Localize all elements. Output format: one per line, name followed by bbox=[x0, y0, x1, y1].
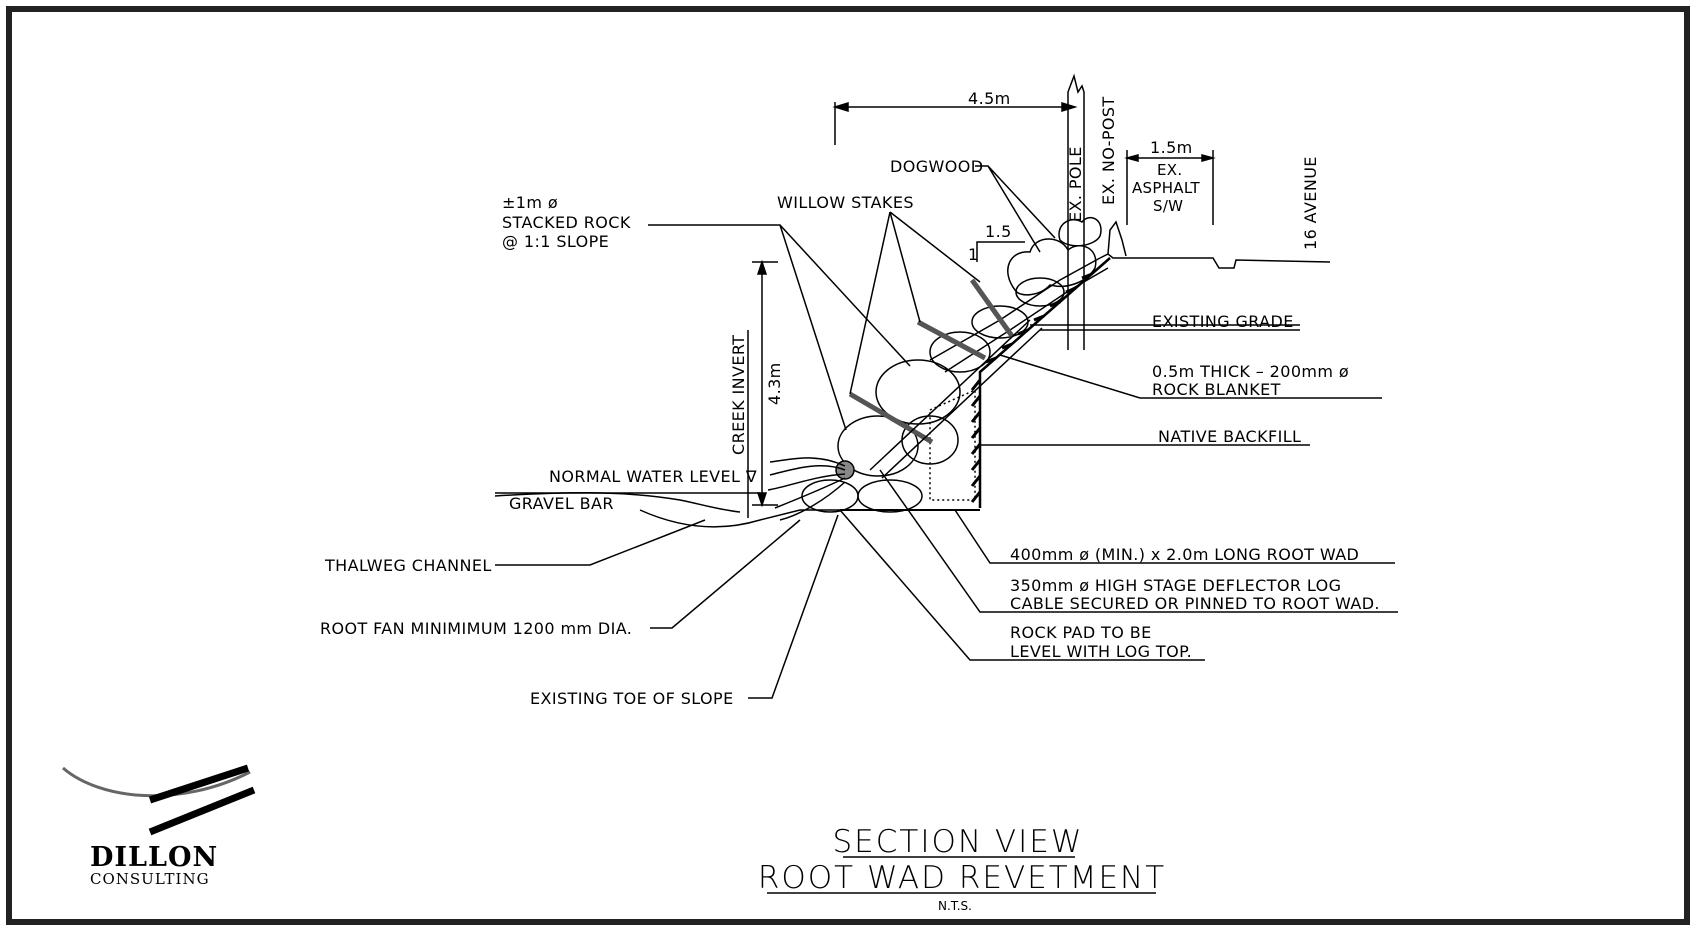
label-ex-no-post: EX. NO-POST bbox=[1099, 96, 1118, 205]
excavation-cut-slope bbox=[978, 257, 1111, 508]
leader-thalweg bbox=[495, 519, 706, 566]
dim-4-3m-arrow-b bbox=[756, 492, 768, 508]
deflector-log-2 bbox=[881, 327, 1043, 479]
label-root-wad: 400mm ø (MIN.) x 2.0m LONG ROOT WAD bbox=[1010, 545, 1359, 564]
leader-rock-blanket bbox=[999, 354, 1382, 399]
dogwood-shrub-2 bbox=[1058, 216, 1102, 247]
dillon-logo: DILLON CONSULTING bbox=[62, 764, 256, 888]
leader-stacked-rock bbox=[648, 224, 911, 431]
label-slope: @ 1:1 SLOPE bbox=[502, 232, 609, 251]
label-slope-rise: 1 bbox=[968, 245, 979, 264]
label-normal-water-level: NORMAL WATER LEVEL ∇ bbox=[549, 467, 757, 486]
road-surface bbox=[1107, 253, 1331, 269]
curb bbox=[1099, 220, 1127, 259]
thalweg-line bbox=[639, 509, 840, 528]
logo-swoosh-mark bbox=[62, 766, 251, 798]
label-deflector-log-1: 350mm ø HIGH STAGE DEFLECTOR LOG bbox=[1010, 576, 1341, 595]
rock-blanket-layer bbox=[929, 257, 1101, 361]
leader-deflector bbox=[879, 469, 1398, 613]
label-dim-4-3m: 4.3m bbox=[765, 362, 784, 405]
willow-stake bbox=[969, 278, 1015, 338]
label-dim-4-5m: 4.5m bbox=[968, 89, 1011, 108]
leader-root-wad bbox=[954, 509, 1395, 564]
deflector-log bbox=[869, 319, 1031, 471]
label-dogwood: DOGWOOD bbox=[890, 157, 983, 176]
logo-sub: CONSULTING bbox=[90, 870, 210, 888]
label-stacked-rock: STACKED ROCK bbox=[502, 213, 631, 232]
label-rock-blanket-1: 0.5m THICK – 200mm ø bbox=[1152, 362, 1349, 381]
label-creek-invert: CREEK INVERT bbox=[729, 335, 748, 455]
boulder bbox=[837, 415, 919, 477]
title-scale: N.T.S. bbox=[938, 899, 972, 913]
label-ex-pole: EX. POLE bbox=[1066, 146, 1085, 222]
boulder bbox=[929, 331, 991, 373]
label-16-avenue: 16 AVENUE bbox=[1301, 156, 1320, 250]
willow-stake bbox=[848, 391, 934, 445]
rock-blanket-layer-2 bbox=[944, 267, 1109, 373]
dim-4-5m-arrow-r bbox=[1061, 101, 1078, 113]
label-asphalt: ASPHALT bbox=[1132, 179, 1200, 197]
logo-slash-2 bbox=[148, 786, 256, 836]
willow-stake bbox=[916, 319, 987, 361]
gravel-bar-line bbox=[494, 491, 741, 513]
label-root-fan: ROOT FAN MINIMIMUM 1200 mm DIA. bbox=[320, 619, 632, 638]
label-gravel-bar: GRAVEL BAR bbox=[509, 494, 614, 513]
logo-name: DILLON bbox=[90, 842, 218, 873]
dim-4-3m-arrow-t bbox=[756, 259, 768, 275]
title-root-wad-revetment: ROOT WAD REVETMENT bbox=[758, 860, 1166, 896]
label-native-backfill: NATIVE BACKFILL bbox=[1158, 427, 1301, 446]
leader-dogwood bbox=[975, 165, 1056, 253]
label-existing-grade: EXISTING GRADE bbox=[1152, 312, 1294, 331]
label-willow-stakes: WILLOW STAKES bbox=[777, 193, 914, 212]
slope-triangle bbox=[976, 241, 1025, 262]
label-deflector-log-2: CABLE SECURED OR PINNED TO ROOT WAD. bbox=[1010, 594, 1380, 613]
dogwood-shrub bbox=[1007, 238, 1097, 296]
label-rock-blanket-2: ROCK BLANKET bbox=[1152, 380, 1281, 399]
sheet-border bbox=[6, 6, 1690, 925]
label-thalweg-channel: THALWEG CHANNEL bbox=[324, 556, 492, 575]
pole-break bbox=[1067, 73, 1085, 94]
title-section-view: SECTION VIEW bbox=[832, 824, 1083, 860]
root-fan bbox=[767, 457, 846, 521]
title-block: SECTION VIEW ROOT WAD REVETMENT N.T.S. bbox=[758, 824, 1166, 913]
label-rock-pad-2: LEVEL WITH LOG TOP. bbox=[1010, 642, 1192, 661]
leader-rock-pad bbox=[839, 509, 1205, 661]
dim-1-5m-arrow-l bbox=[1124, 154, 1139, 162]
label-existing-toe: EXISTING TOE OF SLOPE bbox=[530, 689, 734, 708]
label-rock-size: ±1m ø bbox=[502, 193, 558, 212]
leader-willow bbox=[849, 211, 981, 395]
annotations: 4.5m EX. POLE EX. NO-POST 1.5m EX. ASPHA… bbox=[320, 89, 1380, 708]
dim-4-5m-arrow-l bbox=[832, 101, 849, 113]
leader-root-fan bbox=[650, 519, 801, 629]
label-dim-1-5m: 1.5m bbox=[1150, 138, 1193, 157]
logo-slash-1 bbox=[148, 764, 250, 804]
label-rock-pad-1: ROCK PAD TO BE bbox=[1010, 623, 1152, 642]
boulder bbox=[857, 479, 923, 513]
leader-toe bbox=[748, 514, 839, 699]
section-drawing bbox=[494, 73, 1398, 699]
label-slope-run: 1.5 bbox=[985, 222, 1012, 241]
label-sw: S/W bbox=[1153, 197, 1183, 215]
label-ex: EX. bbox=[1157, 161, 1182, 179]
dim-1-5m-arrow-r bbox=[1201, 154, 1216, 162]
